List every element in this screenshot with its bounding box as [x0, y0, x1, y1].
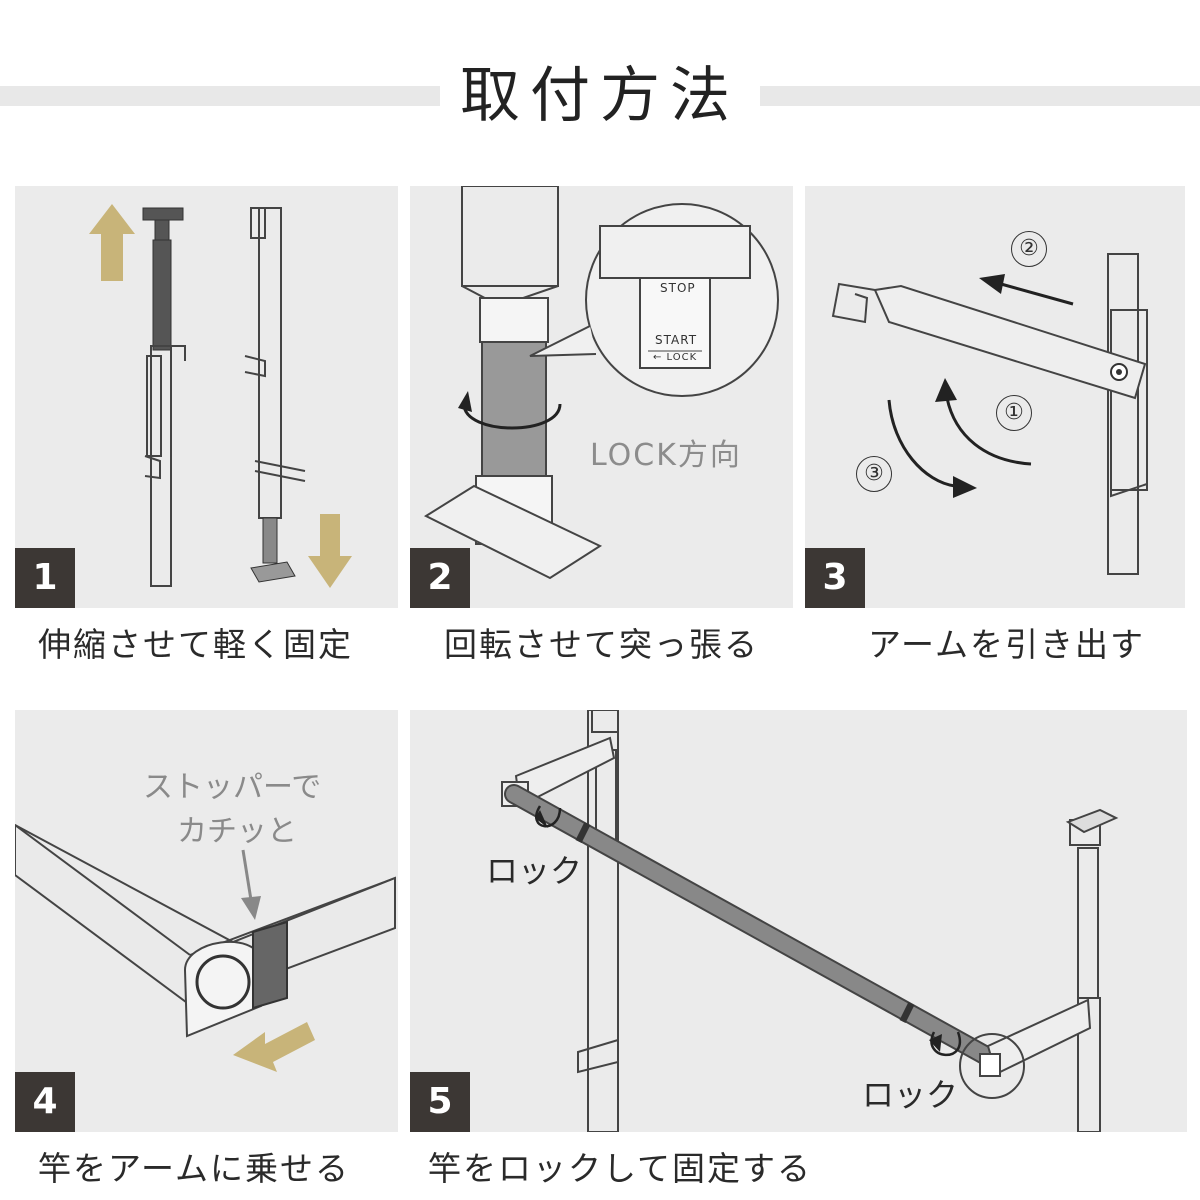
zoom-start-label: START [655, 333, 698, 347]
callout-line-1: ストッパーで [143, 770, 322, 805]
step-1-number: 1 [15, 548, 75, 608]
step-4-number: 4 [15, 1072, 75, 1132]
marker-2: ② [1011, 231, 1047, 267]
zoom-lock-arrow-label: ← LOCK [653, 352, 698, 363]
lock-direction-label: LOCK方向 [590, 438, 742, 473]
lock-label-left: ロック [486, 852, 583, 890]
zoom-stop-label: STOP [660, 281, 696, 295]
step-1-panel: 1 [15, 186, 398, 608]
step-5-illustration [501, 710, 1119, 1132]
step-3-caption: アームを引き出す [868, 625, 1146, 664]
step-4-illustration [15, 823, 396, 1072]
step-2-number: 2 [410, 548, 470, 608]
step-5-panel: ロック ロック 5 [410, 710, 1187, 1132]
step-1-illustration [89, 204, 352, 588]
step-5-caption: 竿をロックして固定する [428, 1149, 813, 1188]
step-5-number: 5 [410, 1072, 470, 1132]
step-4-caption: 竿をアームに乗せる [38, 1149, 351, 1188]
page-title: 取付方法 [460, 61, 740, 131]
arrow-left-gold-icon [233, 1022, 315, 1072]
step-4-panel: ストッパーで カチッと 4 [15, 710, 398, 1132]
lock-label-right: ロック [862, 1076, 959, 1114]
step-3-illustration [831, 253, 1148, 575]
arrow-up-icon [89, 204, 135, 281]
step-2-caption: 回転させて突っ張る [444, 625, 759, 664]
step-2-panel: STOP START ← LOCK LOCK方向 2 [410, 186, 793, 608]
step-3-panel: ① ② ③ 3 [805, 186, 1185, 608]
title-bar-left [0, 86, 440, 106]
marker-3: ③ [856, 456, 892, 492]
step-1-caption: 伸縮させて軽く固定 [38, 625, 353, 664]
title-bar-right [760, 86, 1200, 106]
step-2-illustration [423, 186, 779, 580]
arrow-down-icon [308, 514, 352, 588]
marker-1: ① [996, 395, 1032, 431]
callout-line-2: カチッと [177, 814, 297, 849]
step-3-number: 3 [805, 548, 865, 608]
